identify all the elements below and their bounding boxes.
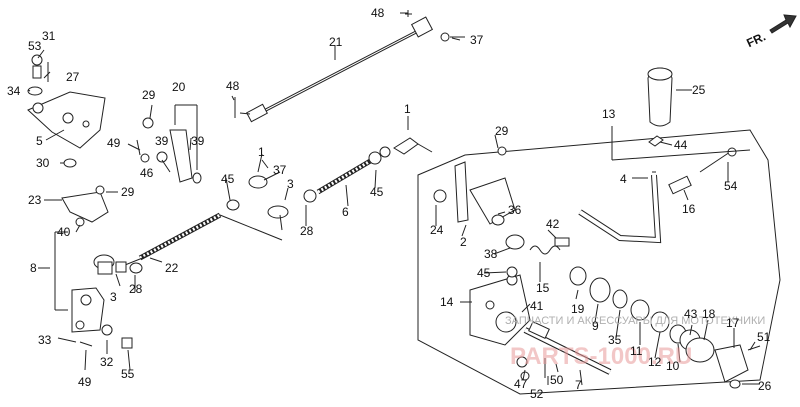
leader-lines xyxy=(27,13,760,386)
collar-16 xyxy=(668,175,692,195)
label-8: 8 xyxy=(30,261,37,275)
label-47: 47 xyxy=(514,377,528,391)
bracket-assembly-left xyxy=(27,54,106,168)
spring-15 xyxy=(529,245,561,255)
label-53: 53 xyxy=(28,39,42,53)
washer-47 xyxy=(516,356,528,368)
shift-cable xyxy=(239,16,434,123)
label-3: 3 xyxy=(110,290,117,304)
label-29-upper: 29 xyxy=(142,88,156,102)
shaft-7 xyxy=(523,321,612,375)
label-27: 27 xyxy=(66,70,80,84)
bolt-54 xyxy=(699,151,731,173)
label-38: 38 xyxy=(484,247,498,261)
lever-20-assembly xyxy=(136,104,202,184)
label-21: 21 xyxy=(329,35,343,49)
arrow-icon xyxy=(769,14,797,34)
direction-label: FR. xyxy=(744,29,767,50)
label-52: 52 xyxy=(530,387,544,401)
label-48-lower: 48 xyxy=(226,79,240,93)
label-45-left: 45 xyxy=(221,172,235,186)
bracket-14 xyxy=(469,274,531,346)
label-32: 32 xyxy=(100,355,114,369)
label-24: 24 xyxy=(430,223,444,237)
label-29-right: 29 xyxy=(495,124,509,138)
shift-lever xyxy=(578,171,662,244)
label-16: 16 xyxy=(682,202,696,216)
label-40: 40 xyxy=(57,225,71,239)
label-45-right: 45 xyxy=(477,266,491,280)
nut-45 xyxy=(506,266,518,278)
rod-6 xyxy=(316,137,433,195)
label-49-upper: 49 xyxy=(107,136,121,150)
label-46: 46 xyxy=(140,166,154,180)
label-26: 26 xyxy=(758,379,772,393)
rod-22 xyxy=(124,212,283,266)
label-13: 13 xyxy=(602,107,616,121)
label-2: 2 xyxy=(460,235,467,249)
label-1-left: 1 xyxy=(258,145,265,159)
label-7: 7 xyxy=(575,378,582,392)
label-39-left: 39 xyxy=(155,134,169,148)
label-23: 23 xyxy=(28,193,42,207)
front-direction-indicator: FR. xyxy=(744,14,797,50)
label-31: 31 xyxy=(42,29,56,43)
label-33: 33 xyxy=(38,333,52,347)
bracket-2 xyxy=(433,146,525,250)
ball-joint-lower xyxy=(54,231,143,349)
label-3-mid: 3 xyxy=(287,177,294,191)
label-6: 6 xyxy=(342,205,349,219)
label-55: 55 xyxy=(121,367,135,381)
label-45-mid: 45 xyxy=(370,185,384,199)
label-12: 12 xyxy=(648,355,662,369)
label-42: 42 xyxy=(546,217,560,231)
label-39-right: 39 xyxy=(191,134,205,148)
label-15: 15 xyxy=(536,281,550,295)
label-34: 34 xyxy=(7,84,21,98)
label-30: 30 xyxy=(36,156,50,170)
label-28: 28 xyxy=(129,282,143,296)
bracket-23 xyxy=(61,185,109,227)
label-19: 19 xyxy=(571,302,585,316)
bolt-37-top xyxy=(440,32,450,42)
pin-42 xyxy=(554,237,570,247)
label-37: 37 xyxy=(470,33,484,47)
label-4: 4 xyxy=(620,172,627,186)
label-48: 48 xyxy=(371,6,385,20)
label-17: 17 xyxy=(726,316,740,330)
label-37-lower: 37 xyxy=(273,163,287,177)
part-labels: 48 21 37 31 53 27 34 5 30 23 29 40 8 33 … xyxy=(7,6,772,401)
ball-joint-middle xyxy=(226,171,317,231)
label-5: 5 xyxy=(36,134,43,148)
label-41: 41 xyxy=(530,299,544,313)
label-25: 25 xyxy=(692,83,706,97)
label-35: 35 xyxy=(608,333,622,347)
ring-stack xyxy=(569,266,715,363)
label-11: 11 xyxy=(630,344,643,358)
label-10: 10 xyxy=(666,359,680,373)
label-36: 36 xyxy=(508,203,522,217)
label-51: 51 xyxy=(757,330,771,344)
assembly-group-outline xyxy=(417,129,781,395)
label-20: 20 xyxy=(172,80,186,94)
label-22: 22 xyxy=(165,261,179,275)
label-29: 29 xyxy=(121,185,135,199)
label-14: 14 xyxy=(440,295,454,309)
label-43: 43 xyxy=(684,307,698,321)
label-54: 54 xyxy=(724,179,738,193)
label-28-mid: 28 xyxy=(300,224,314,238)
watermark-brand: PARTS-1000.RU xyxy=(510,343,692,370)
end-housing xyxy=(714,344,761,389)
label-9: 9 xyxy=(592,319,599,333)
label-1-right: 1 xyxy=(404,102,411,116)
watermark-text: ЗАПЧАСТИ И АКСЕССУАРЫ ДЛЯ МОТОТЕХНИКИ xyxy=(505,315,765,327)
label-44: 44 xyxy=(674,138,688,152)
label-50: 50 xyxy=(550,373,564,387)
shift-knob xyxy=(647,67,673,147)
label-49: 49 xyxy=(78,375,92,389)
label-18: 18 xyxy=(702,307,716,321)
